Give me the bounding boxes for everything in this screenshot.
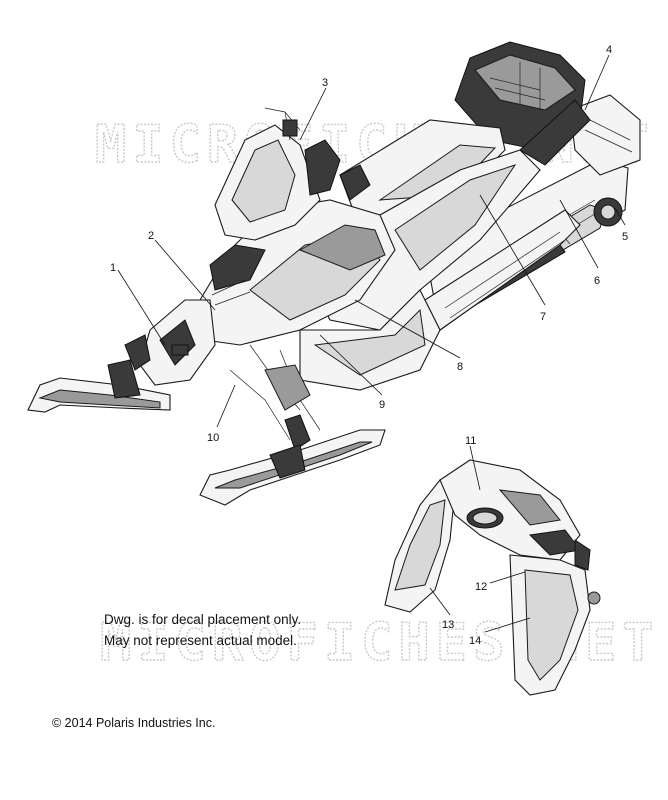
callout-3: 3 — [322, 77, 328, 89]
callout-2: 2 — [148, 230, 154, 242]
callout-6: 6 — [594, 275, 600, 287]
note-line-1: Dwg. is for decal placement only. — [104, 612, 302, 627]
callout-10: 10 — [207, 432, 219, 444]
callout-8: 8 — [457, 361, 463, 373]
callout-4: 4 — [606, 44, 612, 56]
callout-7: 7 — [540, 311, 546, 323]
callout-11: 11 — [465, 435, 476, 447]
callout-1: 1 — [110, 262, 116, 274]
callout-13: 13 — [442, 619, 454, 631]
callout-numbers: 1 2 3 4 5 6 7 8 9 10 11 12 13 14 — [110, 44, 628, 647]
leader-lines — [117, 54, 626, 633]
callout-12: 12 — [475, 581, 487, 593]
note-line-2: May not represent actual model. — [104, 633, 297, 648]
callout-14: 14 — [469, 635, 481, 647]
callout-9: 9 — [379, 399, 385, 411]
hood-panels-illustration — [384, 459, 601, 696]
drawing-note: Dwg. is for decal placement only. May no… — [104, 609, 301, 651]
snowmobile-illustration — [27, 41, 641, 506]
callout-5: 5 — [622, 231, 628, 243]
copyright-text: © 2014 Polaris Industries Inc. — [52, 716, 216, 730]
